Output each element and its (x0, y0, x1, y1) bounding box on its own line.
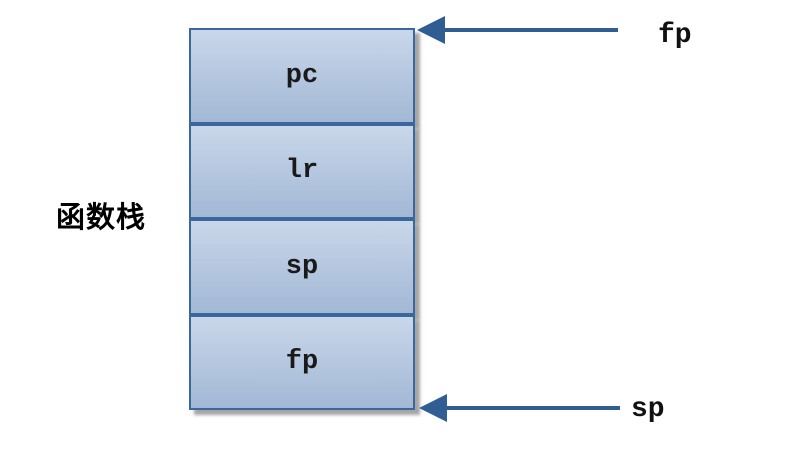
stack-frame-lr: lr (189, 123, 415, 219)
stack-frame-fp: fp (189, 314, 415, 410)
fp-pointer-label: fp (658, 20, 692, 51)
frame-label: sp (285, 251, 319, 282)
sp-left-arrow-icon (419, 394, 620, 422)
stack-title: 函数栈 (56, 202, 147, 234)
stack-frame-pc: pc (189, 28, 415, 124)
sp-pointer-label: sp (631, 394, 665, 425)
frame-label: pc (285, 60, 319, 91)
function-stack: pc lr sp fp (189, 28, 415, 410)
stack-frame-sp: sp (189, 219, 415, 315)
frame-label: fp (285, 347, 319, 378)
fp-left-arrow-icon (417, 16, 618, 44)
frame-label: lr (285, 156, 319, 187)
